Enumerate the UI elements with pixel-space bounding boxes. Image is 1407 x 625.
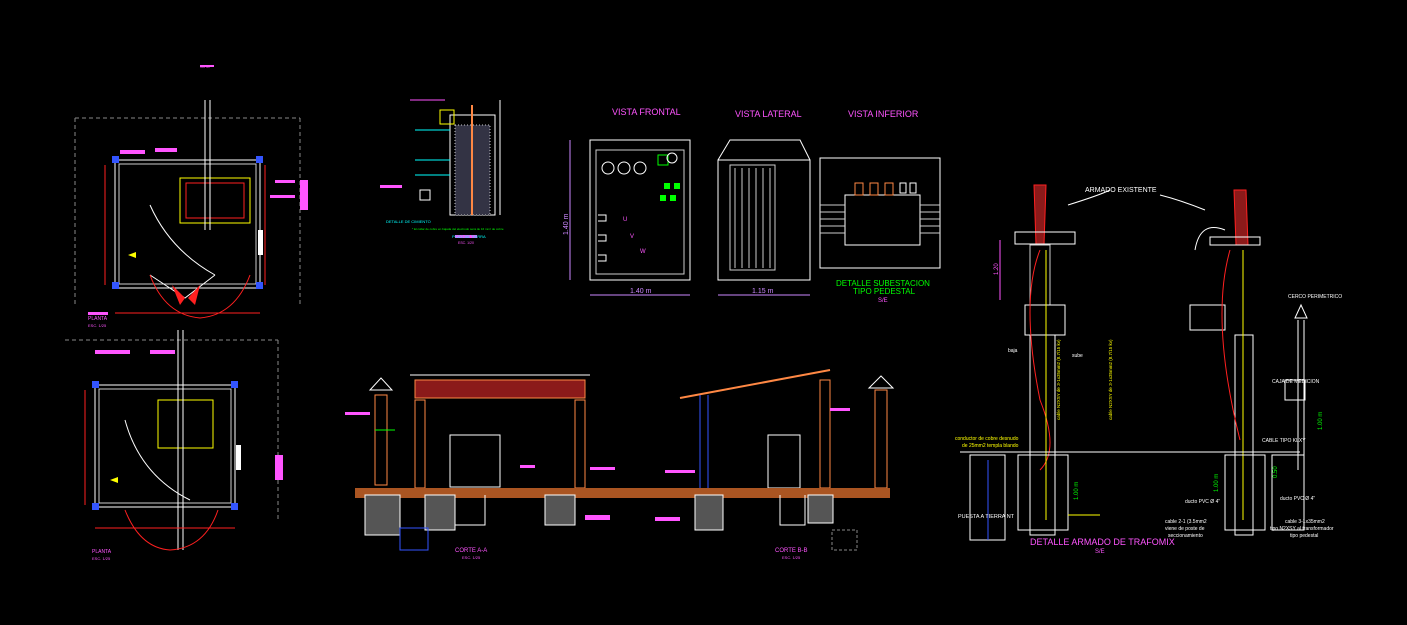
label-planta-2-esc: ESC. 1/25 (92, 556, 111, 561)
label-dim-050: 0.50 (1273, 466, 1279, 478)
label-meter-v: V (630, 234, 634, 240)
label-cable-2: cable 2-1 (3.5mm2 (1165, 519, 1207, 525)
label-cable-2b: viene de poste de (1165, 526, 1205, 532)
label-sube: sube (1072, 353, 1083, 359)
label-detalle-armado-se: S/E (1095, 549, 1105, 555)
label-pozo-de-tierra: POZO DE TIERRA (452, 234, 486, 239)
label-cable-vert-1: cable N2XSY de 3-1x35mm2 (8.7/15 kv) (1056, 339, 1061, 420)
section-a-a (345, 374, 675, 551)
label-cable-tipo: CABLE TIPO KLXY (1262, 438, 1306, 444)
label-corte-bb: CORTE B-B (775, 548, 808, 554)
label-conductor-cobre-2: de 25mm2 templa blando (962, 443, 1019, 449)
label-meter-w: W (640, 249, 646, 255)
label-conductor-cobre: conductor de cobre desnudo (955, 436, 1019, 442)
label-corte-aa: CORTE A-A (455, 548, 487, 554)
bottom-view (819, 157, 941, 269)
label-cable-3: cable 3-1x35mm2 (1285, 519, 1325, 525)
label-dim-120: 1.20 (994, 263, 1000, 275)
drawing-labels: VISTA FRONTAL VISTA LATERAL VISTA INFERI… (88, 65, 1342, 561)
label-baja: baja (1008, 348, 1018, 354)
label-vista-inferior: VISTA INFERIOR (848, 109, 919, 119)
label-ducto-pvc-1: ducto PVC Ø 4" (1185, 499, 1220, 505)
label-cable-vert-2: cable N2XSY de 3-1x35mm2 (8.7/15 kv) (1108, 339, 1113, 420)
label-pozo-esc: ESC. 1/20 (458, 241, 474, 245)
label-caja-medicion: CAJA DE MEDICION (1272, 379, 1320, 385)
label-cable-3b: tipo N2XSY al transformador (1270, 526, 1334, 532)
label-puesta-a-tierra: PUESTA A TIERRA NT (958, 514, 1015, 520)
label-dim-100b: 1.00 m (1214, 474, 1220, 492)
label-ducto-pvc-2: ducto PVC Ø 4" (1280, 496, 1315, 502)
label-dim-width-lateral: 1.15 m (752, 288, 774, 295)
ground-well-detail (380, 99, 501, 238)
label-dim-width-front: 1.40 m (630, 288, 652, 295)
side-view (717, 139, 811, 296)
label-vista-lateral: VISTA LATERAL (735, 109, 802, 119)
label-esc-bb: ESC. 1/25 (782, 555, 801, 560)
label-cable-3c: tipo pedestal (1290, 533, 1318, 539)
plan-view-top (74, 65, 308, 319)
label-armado-existente: ARMADO EXISTENTE (1085, 187, 1157, 194)
label-vista-frontal: VISTA FRONTAL (612, 107, 681, 117)
label-top-note: NOTA (200, 65, 210, 69)
label-detalle-armado: DETALLE ARMADO DE TRAFOMIX (1030, 537, 1175, 547)
label-meter-u: U (623, 217, 627, 223)
label-dim-100a: 1.00 m (1074, 482, 1080, 500)
label-detalle-cimiento: DETALLE DE CIMIENTO (386, 219, 431, 224)
label-detalle-subestacion-1: DETALLE SUBESTACION (836, 279, 930, 288)
label-detalle-subestacion-se: S/E (878, 298, 888, 304)
label-planta-2: PLANTA (92, 549, 112, 555)
section-b-b (655, 369, 895, 551)
label-cerco-perimetrico: CERCO PERIMETRICO (1288, 294, 1342, 300)
label-detalle-subestacion-2: TIPO PEDESTAL (853, 287, 916, 296)
label-note-pozo: * El collar de cobre en bajada del elect… (412, 227, 504, 231)
label-esc-aa: ESC. 1/25 (462, 555, 481, 560)
front-view (569, 139, 691, 296)
trafomix-detail (960, 184, 1308, 541)
label-planta-1: PLANTA (88, 316, 108, 322)
label-dim-height-front: 1.40 m (563, 213, 570, 235)
label-planta-1-esc: ESC. 1/25 (88, 323, 107, 328)
plan-view-bottom (65, 330, 283, 551)
label-cable-2c: seccionamiento (1168, 533, 1203, 539)
label-dim-100c: 1.00 m (1318, 412, 1324, 430)
